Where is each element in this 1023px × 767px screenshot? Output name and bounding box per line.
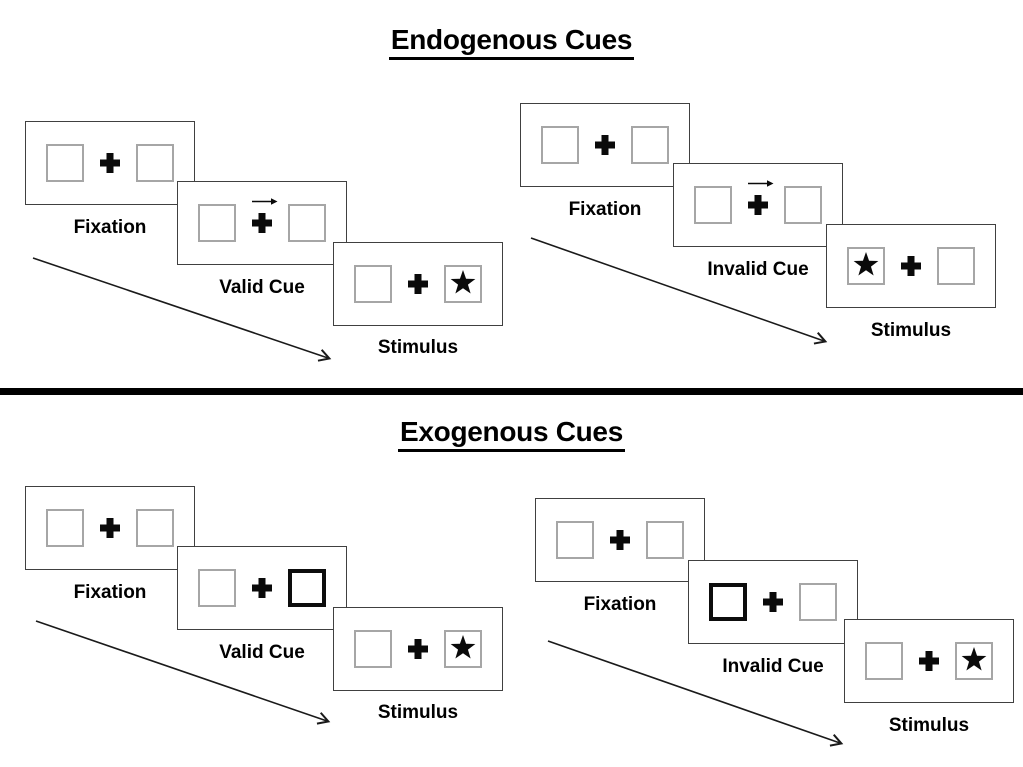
right-placeholder-box [136,509,174,547]
frame-label-stimulus: Stimulus [377,337,459,358]
right-placeholder-box [288,204,326,242]
left-placeholder-box [198,569,236,607]
section-title-text: Exogenous Cues [398,416,625,452]
fixation-cross-icon [251,198,278,234]
target-star-icon [961,647,987,671]
section-divider [0,388,1023,395]
right-placeholder-box [784,186,822,224]
invalid-cue-frame [673,163,843,247]
right-placeholder-box [136,144,174,182]
fixation-cross-icon [609,529,631,551]
frame-label-fixation: Fixation [583,594,657,615]
fixation-cross-icon [407,273,429,295]
frame-label-stimulus: Stimulus [888,715,970,736]
left-placeholder-box [46,144,84,182]
fixation-cross-icon [99,152,121,174]
left-placeholder-box [541,126,579,164]
target-star-icon [450,270,476,294]
section-title-endogenous: Endogenous Cues [0,24,1023,60]
fixation-cross-icon [407,638,429,660]
timeline-arrow-exogenous-valid [35,620,331,725]
target-star-icon [450,635,476,659]
stimulus-frame [333,242,503,326]
frame-label-valid-cue: Valid Cue [219,642,305,663]
frame-label-fixation: Fixation [73,582,147,603]
left-placeholder-box [198,204,236,242]
frame-label-stimulus: Stimulus [870,320,952,341]
frame-label-valid-cue: Valid Cue [219,277,305,298]
fixation-cross-icon [747,180,774,216]
stimulus-frame [333,607,503,691]
left-placeholder-box [865,642,903,680]
left-placeholder-box [556,521,594,559]
fixation-frame [520,103,690,187]
frame-label-invalid-cue: Invalid Cue [707,259,809,280]
highlighted-cue-box [709,583,747,621]
fixation-cross-icon [99,517,121,539]
highlighted-cue-box [288,569,326,607]
target-star-icon [853,252,879,276]
stimulus-frame [844,619,1014,703]
left-placeholder-box [694,186,732,224]
invalid-cue-frame [688,560,858,644]
left-placeholder-box [46,509,84,547]
fixation-cross-icon [918,650,940,672]
left-placeholder-box [354,630,392,668]
timeline-arrow-endogenous-valid [32,257,332,362]
right-placeholder-box [937,247,975,285]
right-placeholder-box [646,521,684,559]
frame-label-fixation: Fixation [73,217,147,238]
right-placeholder-box [631,126,669,164]
fixation-cross-icon [594,134,616,156]
section-title-text: Endogenous Cues [388,24,635,60]
section-title-exogenous: Exogenous Cues [0,416,1023,452]
target-star-box [444,630,482,668]
frame-label-fixation: Fixation [568,199,642,220]
target-star-box [847,247,885,285]
left-placeholder-box [354,265,392,303]
valid-cue-frame [177,181,347,265]
timeline-arrow-endogenous-invalid [530,237,828,345]
fixation-cross-icon [251,577,273,599]
frame-label-stimulus: Stimulus [377,702,459,723]
fixation-frame [25,121,195,205]
cue-arrow-right-icon [748,180,774,187]
cue-arrow-right-icon [252,198,278,205]
fixation-cross-icon [900,255,922,277]
right-placeholder-box [799,583,837,621]
fixation-frame [535,498,705,582]
frame-label-invalid-cue: Invalid Cue [722,656,824,677]
fixation-cross-icon [762,591,784,613]
valid-cue-frame [177,546,347,630]
fixation-frame [25,486,195,570]
target-star-box [444,265,482,303]
stimulus-frame [826,224,996,308]
target-star-box [955,642,993,680]
